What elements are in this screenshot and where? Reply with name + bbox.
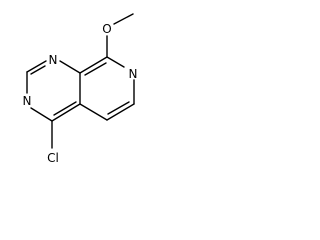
bond-n1-c2 (26, 60, 47, 73)
bond-c6-c5 (106, 103, 135, 121)
atom-label-cl: Cl (47, 151, 59, 165)
atom-label-o: O (102, 22, 111, 36)
bond-c4-c4a-inner (53, 101, 77, 116)
bond-o-methyl (113, 13, 134, 25)
bond-n1-c2-inner (30, 65, 46, 75)
structure-canvas: N N N O Cl (0, 0, 154, 192)
bond-c8a-n1 (59, 60, 81, 74)
bond-c8a-c8-inner (84, 62, 107, 76)
molecule-drawing: N N N O Cl (23, 13, 138, 165)
atom-label-n1: N (49, 53, 58, 67)
atom-label-n3: N (23, 94, 32, 108)
bond-c5-c4a (79, 103, 108, 121)
bond-c6-c5-inner (107, 101, 130, 115)
bond-c8a-c8 (79, 56, 108, 74)
bond-c8-n7 (106, 56, 125, 68)
bond-n3-c4 (30, 107, 53, 122)
atom-label-n7: N (129, 67, 138, 81)
bond-c4-c4a (51, 103, 81, 122)
